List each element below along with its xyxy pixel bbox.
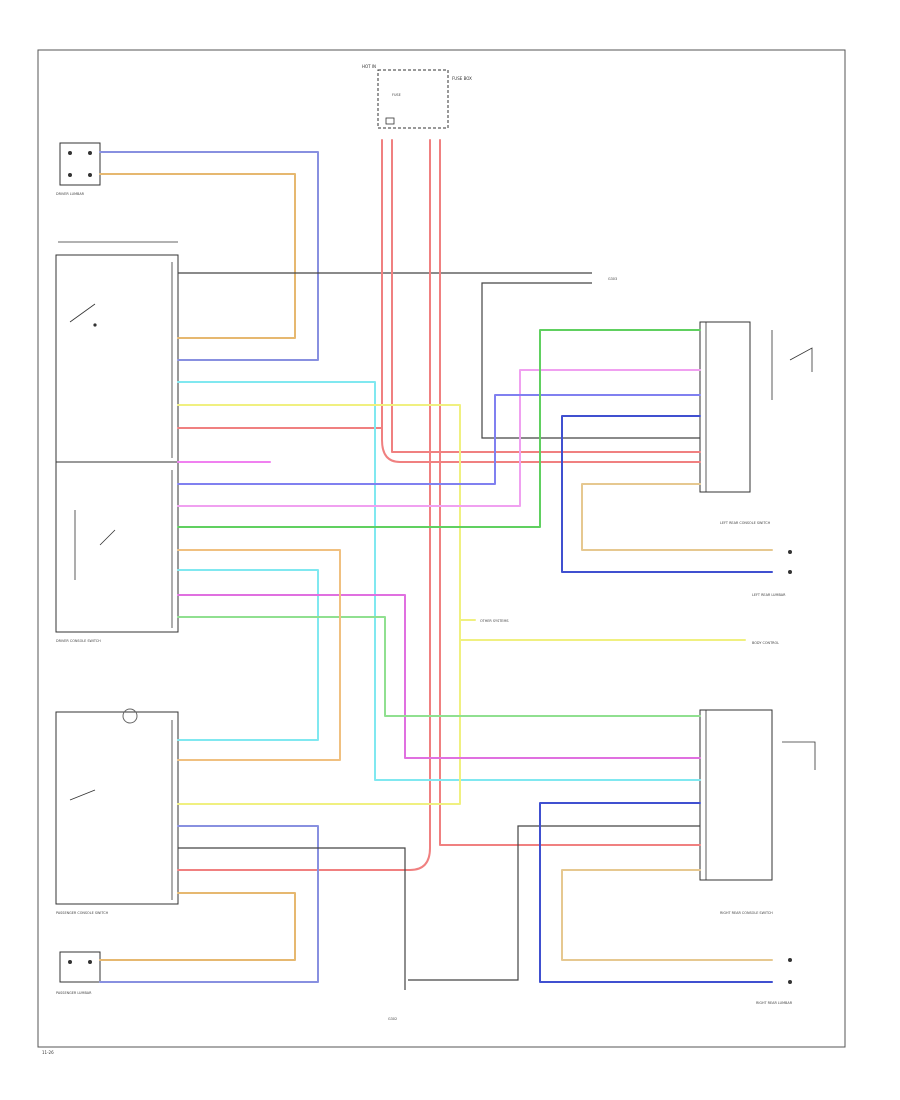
wire-black-ground-bottom — [178, 847, 406, 990]
passenger-lumbar-motor: PASSENGER LUMBAR — [56, 951, 101, 995]
wire-red-left-feed-2 — [391, 139, 701, 453]
passenger-switch: PASSENGER CONSOLE SWITCH — [55, 708, 179, 915]
left-rear-lumbar-label: LEFT REAR LUMBAR — [752, 593, 786, 597]
wire-orange-right-rear-lumbar — [561, 869, 773, 961]
right-rear-lumbar-label: RIGHT REAR LUMBAR — [756, 1001, 793, 1005]
wire-pink-lower — [177, 594, 701, 759]
body-control-label: BODY CONTROL — [752, 641, 779, 645]
right-rear-lumbar-motor: RIGHT REAR LUMBAR — [756, 958, 793, 1005]
wire-orange-driver-lumbar — [99, 173, 296, 339]
right-rear-switch: RIGHT REAR CONSOLE SWITCH — [699, 709, 816, 915]
wire-orange-passenger-lumbar — [99, 892, 296, 961]
wire-black-ground-branch — [481, 282, 700, 439]
driver-switch-upper — [55, 241, 179, 463]
wire-black-ground-bottom-right — [408, 825, 700, 981]
wire-blue-driver-lumbar — [99, 151, 319, 361]
ground-bottom-label: G302 — [388, 1017, 397, 1021]
wire-darkblue-right-rear-lumbar — [539, 802, 773, 983]
hot-in-label: HOT IN — [362, 64, 376, 69]
wire-blue-passenger-lumbar — [99, 825, 319, 983]
wire-red-left-feed — [381, 139, 701, 463]
right-rear-switch-label: RIGHT REAR CONSOLE SWITCH — [720, 911, 773, 915]
wire-blue-left-rear — [177, 394, 701, 485]
passenger-lumbar-label: PASSENGER LUMBAR — [56, 991, 92, 995]
wire-darkblue-left-rear-lumbar — [561, 415, 773, 573]
wire-pink-upper — [177, 369, 701, 507]
wire-cyan-long — [177, 381, 701, 781]
driver-lumbar-motor: DRIVER LUMBAR — [56, 142, 101, 196]
fuse-label: FUSE — [392, 93, 401, 97]
driver-lumbar-label: DRIVER LUMBAR — [56, 192, 85, 196]
wire-green-left-rear — [177, 329, 701, 528]
driver-switch-lower: DRIVER CONSOLE SWITCH — [55, 461, 179, 643]
ground-top-label: G303 — [608, 277, 617, 281]
wire-lightgreen-right-rear — [177, 616, 701, 717]
wire-red-right-feed-2 — [439, 139, 701, 846]
wire-red-right-feed — [177, 139, 431, 871]
footer-label: 11-26 — [42, 1050, 54, 1055]
passenger-switch-label: PASSENGER CONSOLE SWITCH — [56, 911, 109, 915]
left-rear-switch-label: LEFT REAR CONSOLE SWITCH — [720, 521, 771, 525]
other-systems-label: OTHER SYSTEMS — [480, 619, 509, 623]
diagram-frame — [37, 49, 846, 1048]
wire-yellow-long — [177, 404, 461, 805]
left-rear-switch: LEFT REAR CONSOLE SWITCH — [699, 321, 813, 525]
fuse-block: HOT IN FUSE BOX FUSE — [362, 64, 472, 129]
left-rear-lumbar-motor: LEFT REAR LUMBAR — [752, 550, 792, 597]
wire-orange-mid — [177, 549, 341, 761]
wire-orange-left-rear-lumbar — [581, 483, 773, 551]
fuse-box-label: FUSE BOX — [452, 76, 472, 81]
driver-switch-label: DRIVER CONSOLE SWITCH — [56, 639, 101, 643]
wire-cyan-lower — [177, 569, 319, 741]
